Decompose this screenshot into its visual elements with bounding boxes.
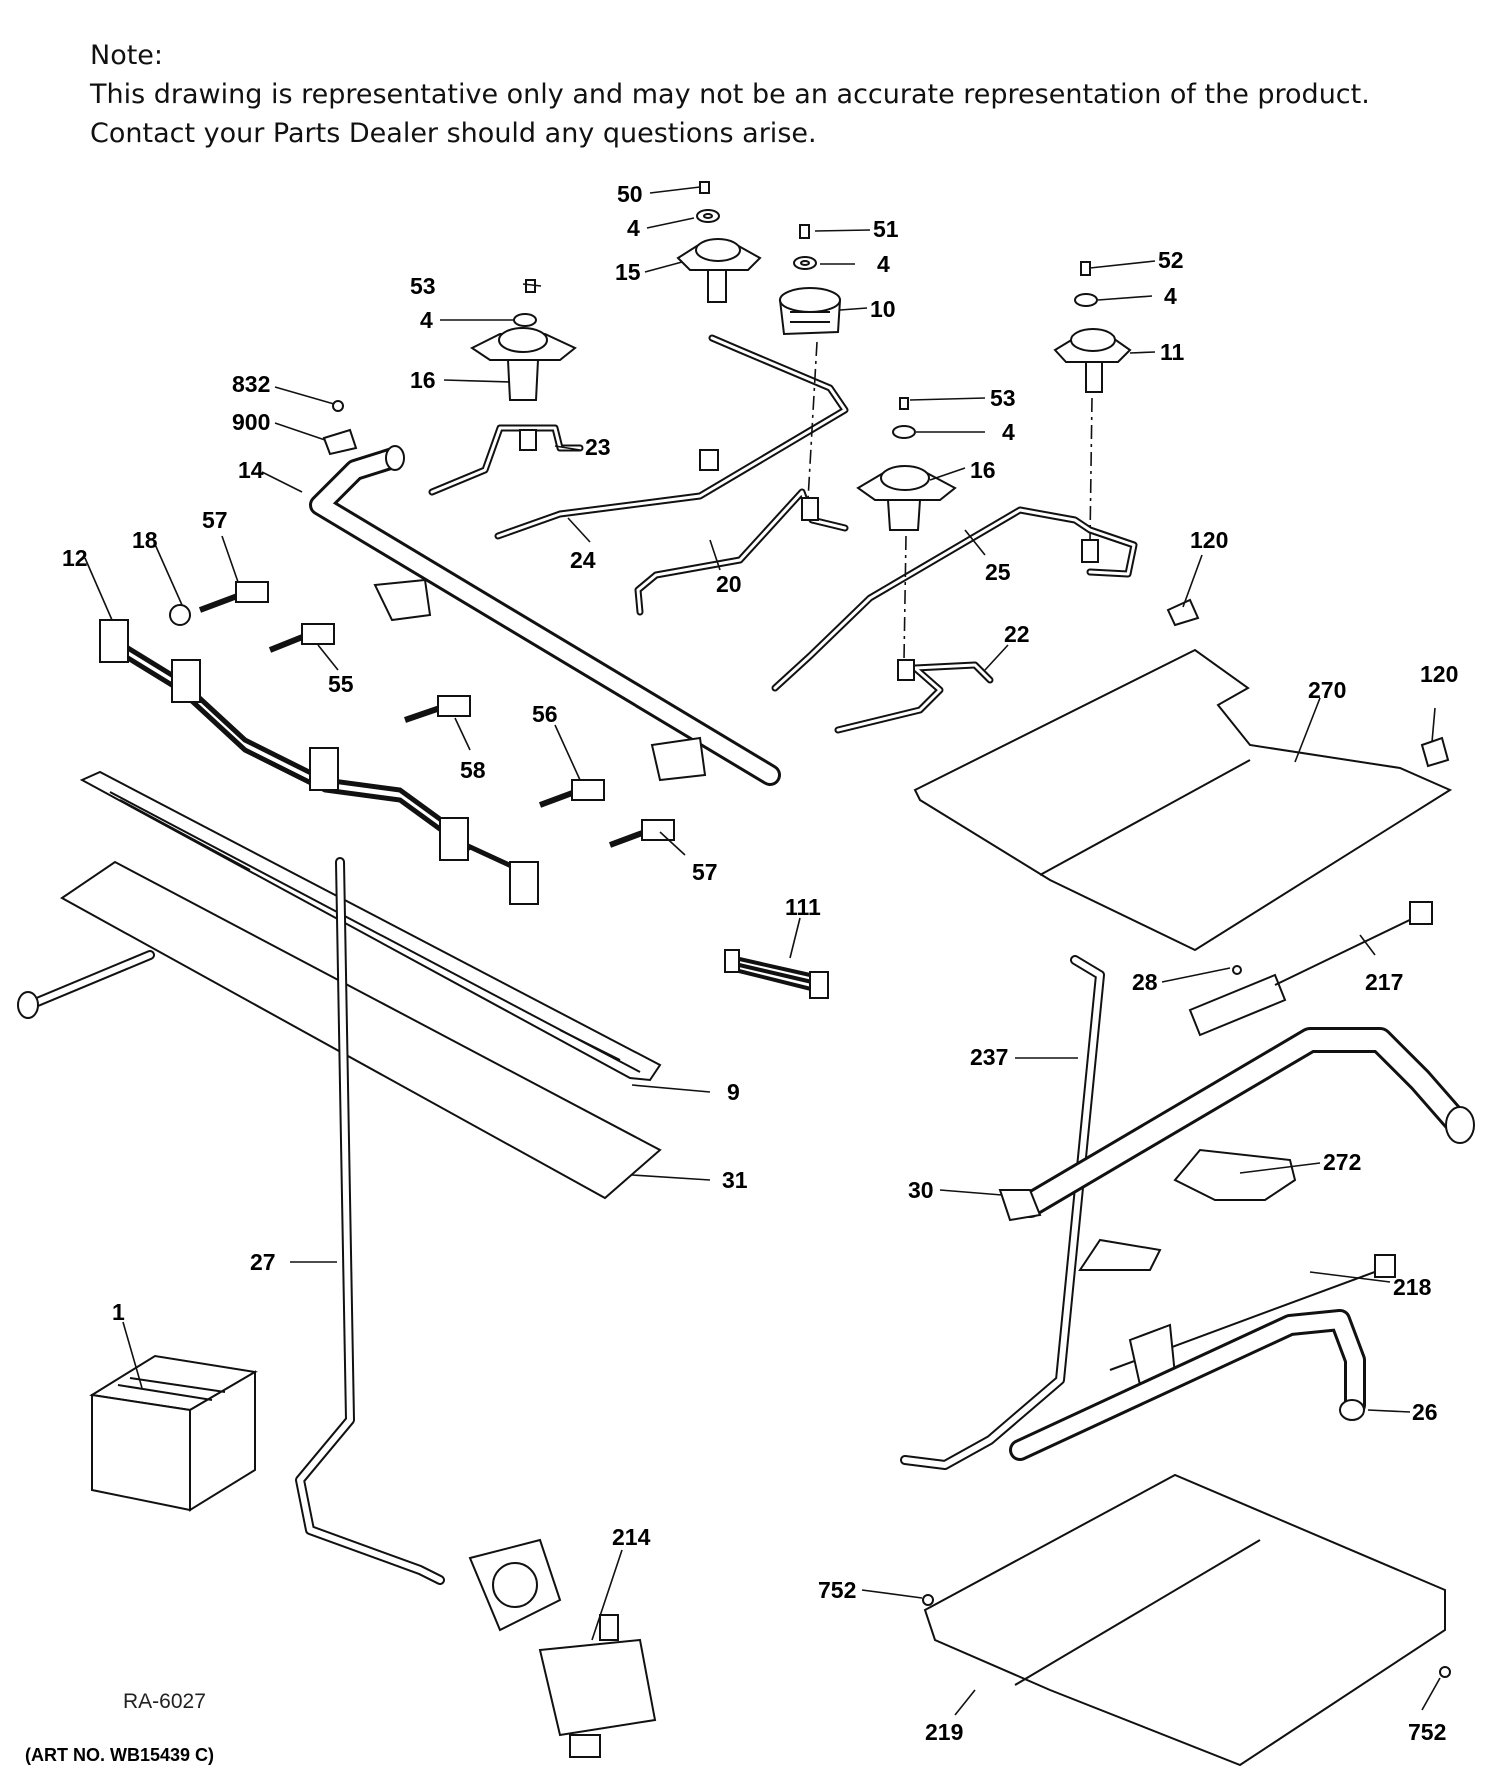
- panel-part-31: [60, 860, 662, 1200]
- callout-120: 120: [1190, 527, 1228, 553]
- screw-parts-51-52-53: [332, 224, 1091, 412]
- callout-25: 25: [985, 559, 1011, 585]
- callout-22: 22: [1004, 621, 1030, 647]
- callout-4: 4: [1164, 283, 1177, 309]
- callout-57: 57: [202, 507, 228, 533]
- callout-labels: 50 4 51 15 4 52 10 53 4 4 11 16 832 900 …: [62, 181, 1458, 1745]
- callout-4: 4: [1002, 419, 1015, 445]
- callout-219: 219: [925, 1719, 963, 1745]
- assembly-axis-lines: [807, 341, 1093, 661]
- pressure-regulator-part-214: [468, 1538, 657, 1758]
- screw-part-752: [922, 1594, 1451, 1678]
- callout-4: 4: [627, 215, 640, 241]
- callout-9: 9: [727, 1079, 740, 1105]
- callout-111: 111: [785, 894, 821, 920]
- callout-24: 24: [570, 547, 596, 573]
- callout-20: 20: [716, 571, 742, 597]
- callout-4: 4: [877, 251, 890, 277]
- callout-30: 30: [908, 1177, 934, 1203]
- diagram-reference: RA-6027: [123, 1690, 206, 1713]
- callout-12: 12: [62, 545, 88, 571]
- callout-50: 50: [617, 181, 643, 207]
- shield-part-219: [923, 1473, 1446, 1767]
- heat-shield-part-270: [913, 648, 1453, 952]
- art-number: (ART NO. WB15439 C): [25, 1745, 215, 1765]
- callout-214: 214: [612, 1524, 651, 1550]
- gas-tubes-20-22-23-24-25: [428, 334, 1138, 734]
- callout-27: 27: [250, 1249, 276, 1275]
- note-line-2: Contact your Parts Dealer should any que…: [90, 118, 817, 149]
- harness-part-111: [724, 949, 829, 999]
- callout-53: 53: [990, 385, 1016, 411]
- callout-218: 218: [1393, 1274, 1432, 1300]
- callout-217: 217: [1365, 969, 1403, 995]
- ignition-harness-part-12: [99, 619, 539, 905]
- callout-28: 28: [1132, 969, 1158, 995]
- callout-272: 272: [1323, 1149, 1361, 1175]
- callout-11: 11: [1160, 339, 1185, 365]
- broil-burner-part-26: [1009, 1309, 1366, 1461]
- washer-part-4: [513, 209, 1098, 439]
- callout-51: 51: [873, 216, 899, 242]
- note-line-1: This drawing is representative only and …: [90, 79, 1370, 110]
- callout-120: 120: [1420, 661, 1458, 687]
- callout-31: 31: [722, 1167, 748, 1193]
- callout-56: 56: [532, 701, 558, 727]
- note-heading: Note:: [90, 40, 164, 71]
- callout-900: 900: [232, 409, 270, 435]
- callout-832: 832: [232, 371, 270, 397]
- burner-head-part-15: [676, 238, 762, 303]
- callout-14: 14: [238, 457, 264, 483]
- callout-18: 18: [132, 527, 158, 553]
- gas-valves-55-56-57-58: [169, 581, 675, 848]
- manifold-tube-part-14: [309, 445, 781, 786]
- callout-270: 270: [1308, 677, 1346, 703]
- burner-part-10: [778, 287, 842, 336]
- gas-line-part-27: [17, 857, 445, 1585]
- callout-4: 4: [420, 307, 433, 333]
- callout-53: 53: [410, 273, 436, 299]
- packaging-box-part-1: [89, 1354, 258, 1512]
- screw-part-50: [699, 181, 710, 194]
- callout-15: 15: [615, 259, 641, 285]
- callout-57: 57: [692, 859, 718, 885]
- manifold-panel-part-9: [79, 770, 662, 1082]
- callout-55: 55: [328, 671, 354, 697]
- clip-part-900: [322, 428, 358, 456]
- igniter-part-28: [1188, 901, 1433, 1037]
- callout-23: 23: [585, 434, 611, 460]
- igniter-part-218: [1109, 1254, 1396, 1387]
- callout-26: 26: [1412, 1399, 1438, 1425]
- callout-1: 1: [112, 1299, 125, 1325]
- callout-16: 16: [410, 367, 436, 393]
- callout-58: 58: [460, 757, 486, 783]
- callout-752: 752: [818, 1577, 856, 1603]
- callout-leader-lines: [84, 186, 1441, 1716]
- burner-baffle-part-272: [1078, 1148, 1297, 1271]
- burner-part-16-left: [470, 327, 577, 401]
- oven-gas-tube-part-237: [900, 955, 1105, 1470]
- callout-237: 237: [970, 1044, 1008, 1070]
- callout-752: 752: [1408, 1719, 1446, 1745]
- callout-16: 16: [970, 457, 996, 483]
- bake-burner-part-30: [998, 1027, 1475, 1222]
- bracket-part-120: [1166, 598, 1450, 768]
- callout-52: 52: [1158, 247, 1184, 273]
- callout-10: 10: [870, 296, 896, 322]
- burner-part-11: [1053, 328, 1132, 393]
